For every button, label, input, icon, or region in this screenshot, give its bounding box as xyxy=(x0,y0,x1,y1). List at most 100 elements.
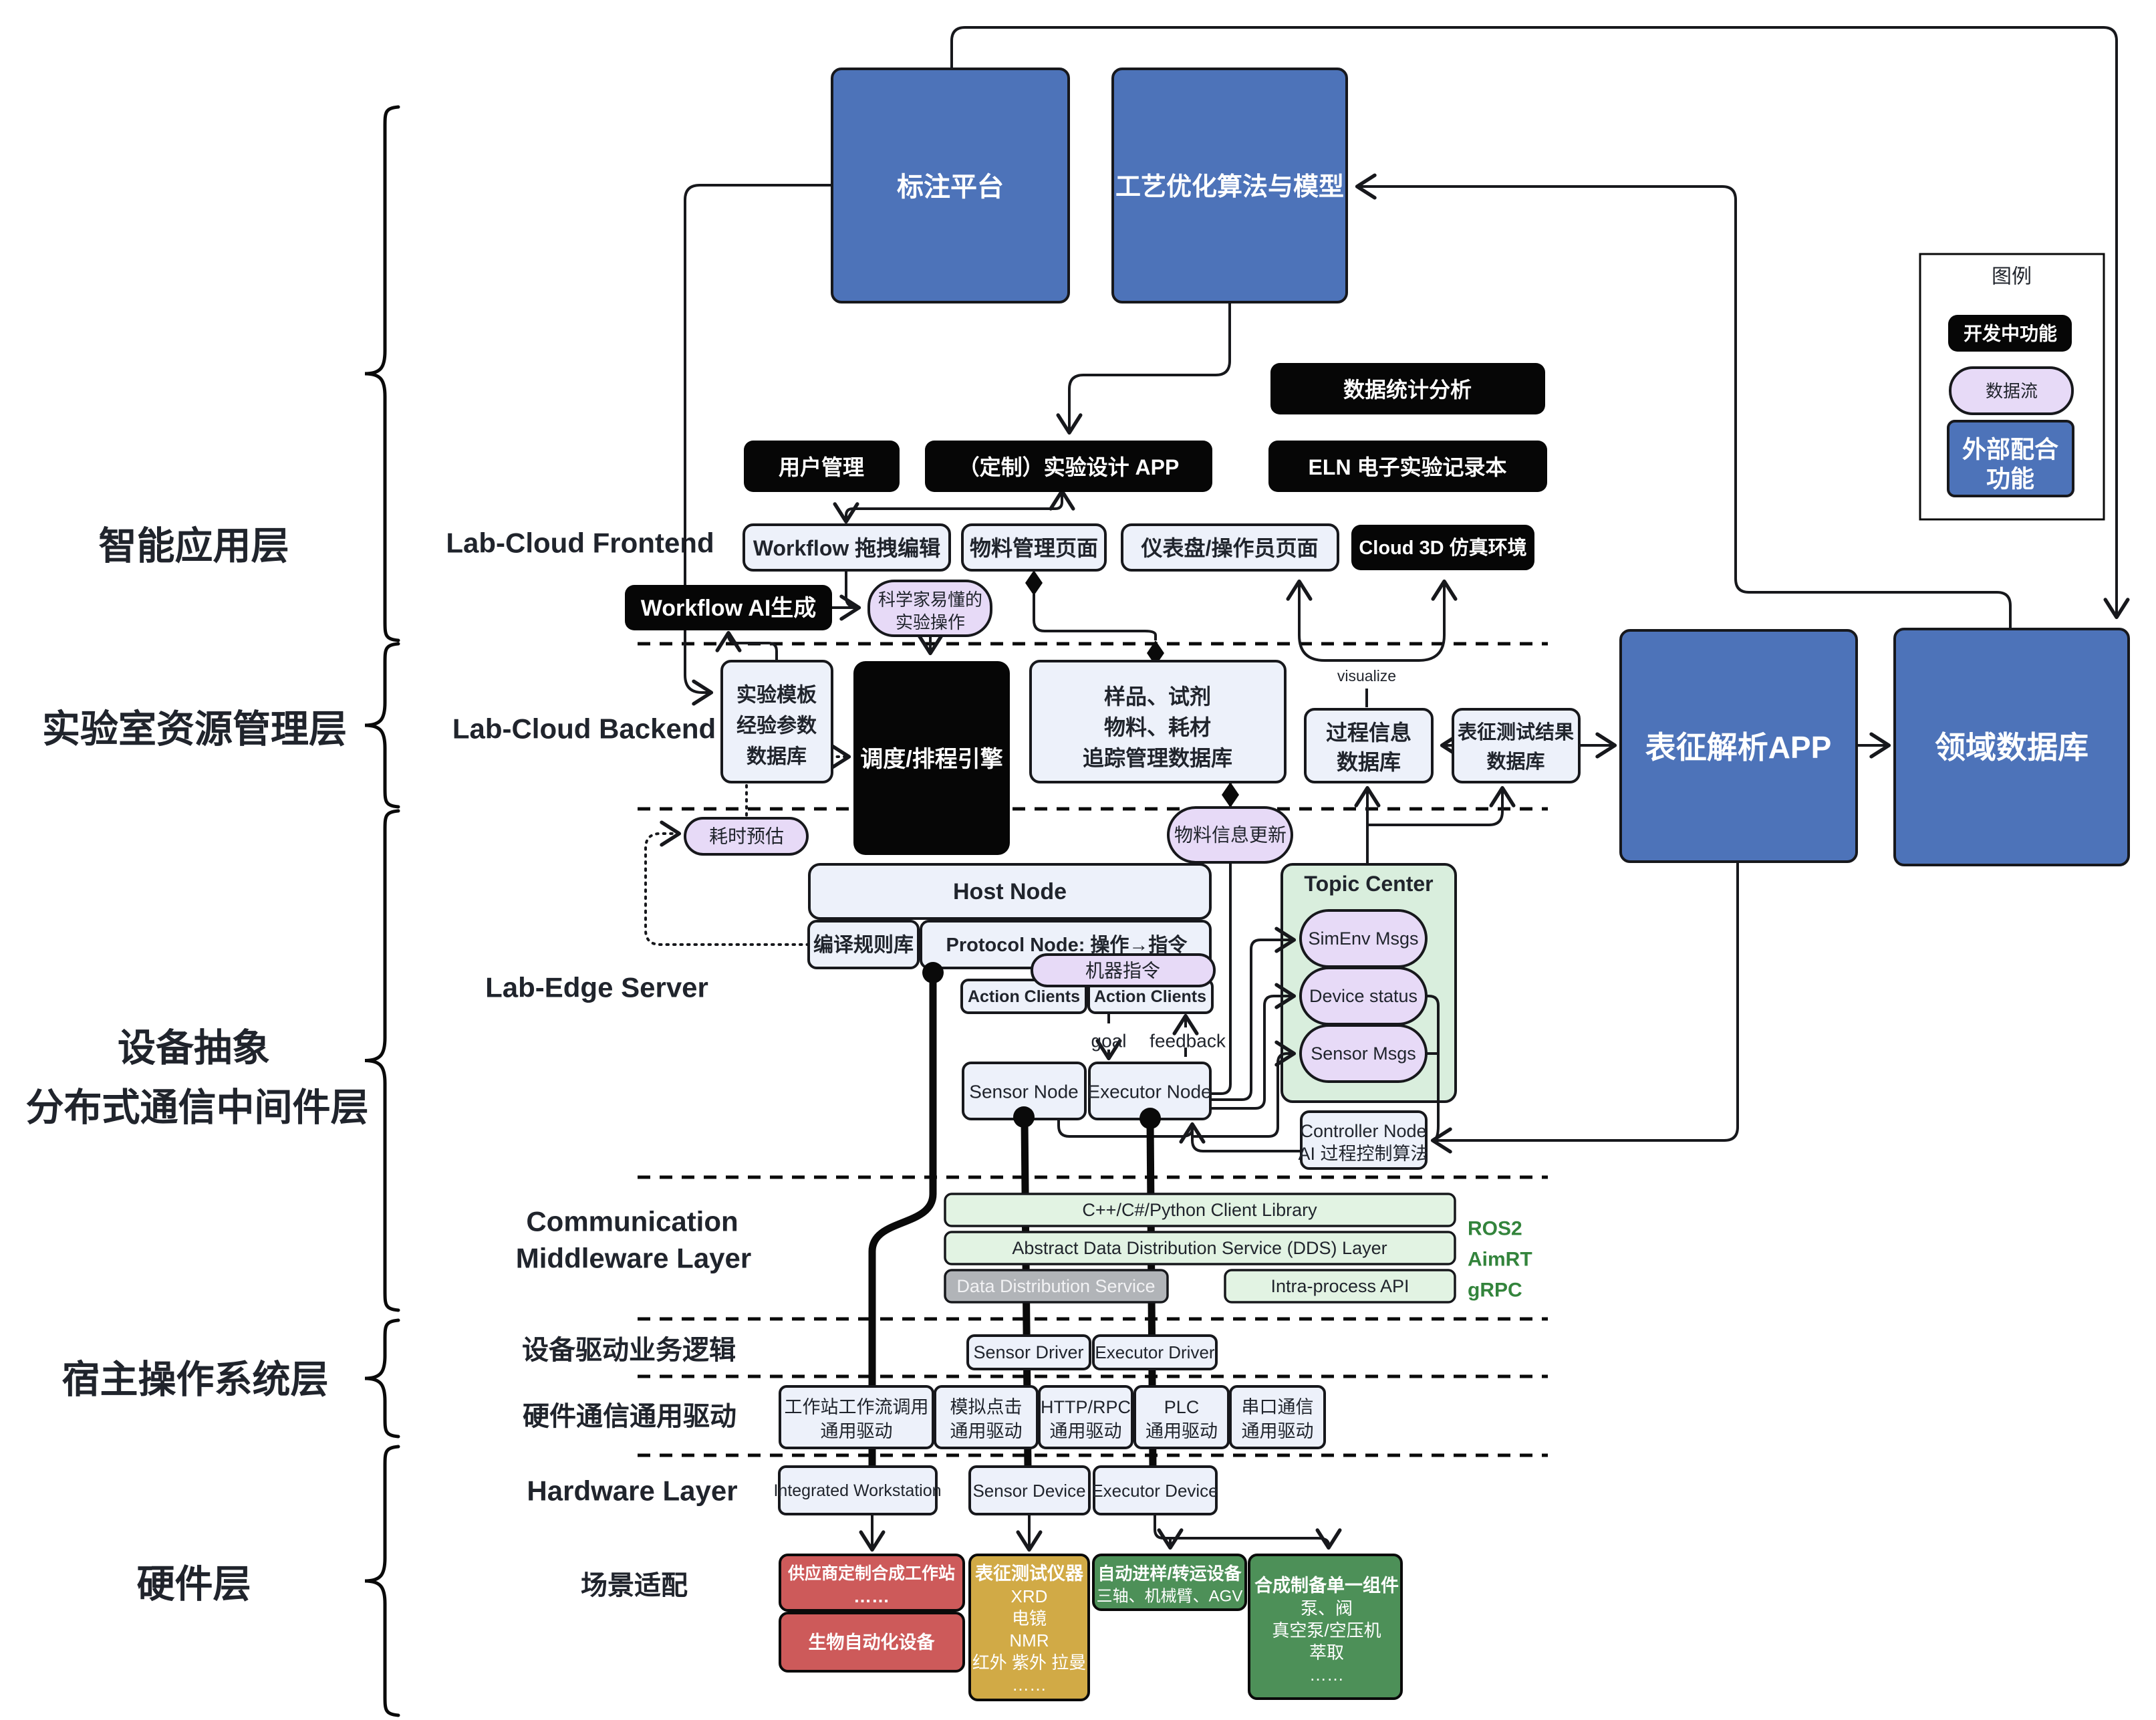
svg-text:智能应用层: 智能应用层 xyxy=(99,525,289,568)
svg-text:实验室资源管理层: 实验室资源管理层 xyxy=(42,708,347,751)
svg-text:Sensor Driver: Sensor Driver xyxy=(973,1342,1083,1362)
svg-text:Communication: Communication xyxy=(526,1206,738,1237)
svg-text:C++/C#/Python Client Library: C++/C#/Python Client Library xyxy=(1082,1200,1317,1220)
svg-text:自动进样/转运设备: 自动进样/转运设备 xyxy=(1097,1564,1242,1584)
svg-text:feedback: feedback xyxy=(1150,1031,1226,1052)
svg-text:编译规则库: 编译规则库 xyxy=(813,934,914,957)
svg-text:Intra-process API: Intra-process API xyxy=(1270,1276,1409,1296)
svg-text:Action Clients: Action Clients xyxy=(1094,987,1206,1006)
svg-text:泵、阀: 泵、阀 xyxy=(1301,1598,1353,1618)
svg-text:Sensor Node: Sensor Node xyxy=(969,1082,1078,1102)
svg-text:耗时预估: 耗时预估 xyxy=(709,826,784,847)
svg-text:Action Clients: Action Clients xyxy=(968,987,1080,1006)
svg-text:仪表盘/操作员页面: 仪表盘/操作员页面 xyxy=(1141,536,1319,560)
svg-text:过程信息: 过程信息 xyxy=(1326,721,1411,745)
svg-text:Protocol Node: 操作→指令: Protocol Node: 操作→指令 xyxy=(946,933,1188,956)
svg-text:Executor Device: Executor Device xyxy=(1091,1481,1218,1501)
svg-text:图例: 图例 xyxy=(1992,266,2032,288)
svg-text:通用驱动: 通用驱动 xyxy=(821,1421,893,1441)
svg-text:PLC: PLC xyxy=(1164,1397,1200,1417)
svg-text:AI 过程控制算法: AI 过程控制算法 xyxy=(1298,1144,1428,1164)
svg-text:Data Distribution Service: Data Distribution Service xyxy=(956,1276,1155,1296)
svg-text:Sensor Msgs: Sensor Msgs xyxy=(1311,1043,1416,1064)
svg-text:……: …… xyxy=(1309,1665,1344,1685)
svg-text:通用驱动: 通用驱动 xyxy=(1050,1421,1122,1441)
svg-text:XRD: XRD xyxy=(1011,1586,1048,1606)
svg-text:标注平台: 标注平台 xyxy=(897,172,1004,202)
svg-text:数据统计分析: 数据统计分析 xyxy=(1343,378,1472,402)
svg-text:三轴、机械臂、AGV: 三轴、机械臂、AGV xyxy=(1097,1588,1243,1606)
svg-text:场景适配: 场景适配 xyxy=(581,1571,688,1600)
svg-text:真空泵/空压机: 真空泵/空压机 xyxy=(1272,1620,1381,1640)
svg-text:追踪管理数据库: 追踪管理数据库 xyxy=(1083,746,1232,770)
svg-text:Lab-Edge Server: Lab-Edge Server xyxy=(485,972,708,1003)
svg-text:供应商定制合成工作站: 供应商定制合成工作站 xyxy=(787,1564,955,1583)
svg-text:实验操作: 实验操作 xyxy=(896,612,965,632)
svg-text:开发中功能: 开发中功能 xyxy=(1964,323,2057,344)
svg-text:样品、试剂: 样品、试剂 xyxy=(1104,685,1211,709)
svg-text:红外 紫外 拉曼: 红外 紫外 拉曼 xyxy=(972,1652,1086,1673)
svg-text:Lab-Cloud Frontend: Lab-Cloud Frontend xyxy=(446,527,714,559)
svg-text:表征解析APP: 表征解析APP xyxy=(1645,730,1832,765)
svg-text:调度/排程引擎: 调度/排程引擎 xyxy=(860,747,1002,772)
svg-text:经验参数: 经验参数 xyxy=(736,715,817,737)
svg-text:物料信息更新: 物料信息更新 xyxy=(1174,825,1287,846)
svg-text:Executor Node: Executor Node xyxy=(1087,1082,1211,1102)
svg-text:Workflow AI生成: Workflow AI生成 xyxy=(641,596,817,621)
svg-text:设备驱动业务逻辑: 设备驱动业务逻辑 xyxy=(522,1336,736,1365)
svg-text:……: …… xyxy=(853,1586,890,1606)
svg-text:Workflow 拖拽编辑: Workflow 拖拽编辑 xyxy=(753,536,940,560)
svg-text:萃取: 萃取 xyxy=(1309,1642,1344,1663)
svg-text:生物自动化设备: 生物自动化设备 xyxy=(809,1632,936,1652)
svg-text:物料、耗材: 物料、耗材 xyxy=(1104,715,1211,739)
svg-text:通用驱动: 通用驱动 xyxy=(1242,1421,1314,1441)
svg-text:Cloud 3D 仿真环境: Cloud 3D 仿真环境 xyxy=(1359,537,1526,559)
svg-text:领域数据库: 领域数据库 xyxy=(1935,730,2088,765)
svg-text:Integrated Workstation: Integrated Workstation xyxy=(773,1481,941,1500)
svg-text:分布式通信中间件层: 分布式通信中间件层 xyxy=(26,1086,369,1129)
svg-text:工作站工作流调用: 工作站工作流调用 xyxy=(785,1397,929,1417)
svg-text:硬件层: 硬件层 xyxy=(137,1563,251,1606)
svg-text:数据库: 数据库 xyxy=(1337,750,1401,774)
svg-text:Hardware Layer: Hardware Layer xyxy=(527,1475,737,1507)
svg-text:硬件通信通用驱动: 硬件通信通用驱动 xyxy=(523,1402,736,1431)
svg-text:Topic Center: Topic Center xyxy=(1304,872,1433,896)
svg-text:数据流: 数据流 xyxy=(1986,381,2038,401)
svg-text:Controller Node: Controller Node xyxy=(1300,1121,1426,1141)
svg-text:表征测试结果: 表征测试结果 xyxy=(1458,721,1574,743)
svg-text:数据库: 数据库 xyxy=(747,746,807,768)
svg-text:功能: 功能 xyxy=(1986,465,2034,493)
svg-text:表征测试仪器: 表征测试仪器 xyxy=(975,1564,1084,1584)
svg-text:goal: goal xyxy=(1091,1031,1127,1052)
svg-text:……: …… xyxy=(1012,1675,1047,1695)
svg-text:HTTP/RPC: HTTP/RPC xyxy=(1041,1397,1131,1417)
svg-text:模拟点击: 模拟点击 xyxy=(950,1397,1023,1417)
svg-text:工艺优化算法与模型: 工艺优化算法与模型 xyxy=(1115,173,1344,201)
svg-text:Host Node: Host Node xyxy=(953,879,1067,904)
svg-text:科学家易懂的: 科学家易懂的 xyxy=(878,590,982,610)
svg-text:visualize: visualize xyxy=(1337,667,1396,685)
svg-text:串口通信: 串口通信 xyxy=(1242,1397,1314,1417)
svg-text:合成制备单一组件: 合成制备单一组件 xyxy=(1254,1575,1399,1596)
svg-text:Executor Driver: Executor Driver xyxy=(1095,1342,1214,1362)
svg-text:通用驱动: 通用驱动 xyxy=(950,1421,1023,1441)
svg-text:宿主操作系统层: 宿主操作系统层 xyxy=(62,1358,329,1401)
svg-text:设备抽象: 设备抽象 xyxy=(118,1027,270,1070)
svg-text:（定制）实验设计 APP: （定制）实验设计 APP xyxy=(958,455,1180,479)
svg-text:Middleware Layer: Middleware Layer xyxy=(516,1243,751,1274)
svg-text:gRPC: gRPC xyxy=(1468,1279,1522,1302)
svg-text:外部配合: 外部配合 xyxy=(1962,436,2058,463)
svg-text:数据库: 数据库 xyxy=(1486,751,1544,773)
svg-text:用户管理: 用户管理 xyxy=(779,455,864,479)
svg-text:通用驱动: 通用驱动 xyxy=(1146,1421,1218,1441)
svg-text:NMR: NMR xyxy=(1009,1630,1049,1650)
svg-text:AimRT: AimRT xyxy=(1468,1249,1532,1271)
svg-text:ROS2: ROS2 xyxy=(1468,1218,1522,1240)
svg-text:Abstract Data Distribution Ser: Abstract Data Distribution Service (DDS)… xyxy=(1012,1238,1387,1258)
svg-text:SimEnv Msgs: SimEnv Msgs xyxy=(1308,929,1418,949)
svg-text:Sensor Device: Sensor Device xyxy=(972,1481,1085,1501)
svg-text:实验模板: 实验模板 xyxy=(736,684,817,707)
svg-text:ELN 电子实验记录本: ELN 电子实验记录本 xyxy=(1309,455,1507,479)
svg-text:Device status: Device status xyxy=(1309,986,1418,1006)
svg-text:物料管理页面: 物料管理页面 xyxy=(970,536,1098,560)
